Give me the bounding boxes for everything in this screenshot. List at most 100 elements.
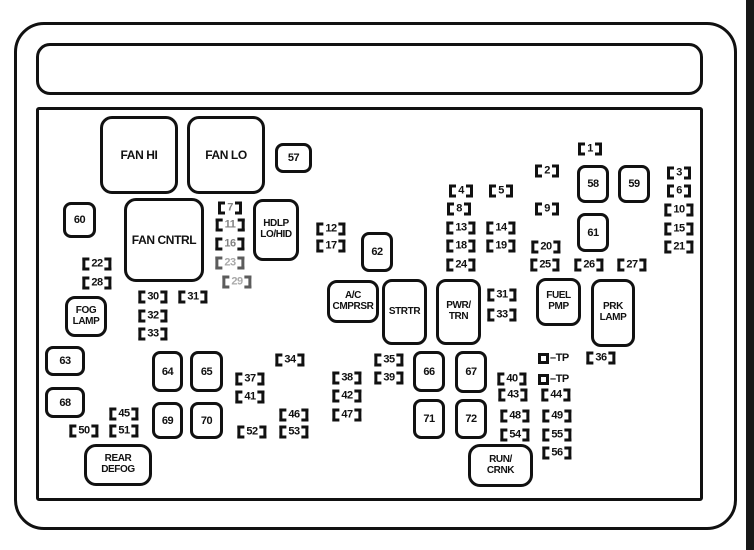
cavity-bracket-left [69, 424, 77, 438]
cavity-bracket-right [464, 202, 471, 216]
cavity-28: 28 [82, 276, 112, 290]
cavity-14: 14 [486, 221, 516, 235]
relay-label: LO/HID [260, 229, 292, 240]
cavity-30: 30 [138, 290, 168, 304]
cavity-number: 38 [341, 371, 353, 384]
relay-pwr-trn: PWR/TRN [436, 279, 481, 345]
fuse-72: 72 [455, 399, 487, 439]
cavity-number: 31 [187, 290, 199, 303]
cavity-number: 37 [244, 372, 256, 385]
cavity-bracket-right [520, 388, 528, 402]
cavity-18: 18 [446, 239, 476, 253]
cavity-34: 34 [275, 353, 305, 367]
fuse-number: 64 [161, 365, 174, 378]
cavity-bracket-left [332, 371, 340, 385]
cavity-8: 8 [447, 202, 471, 216]
fuse-number: 66 [423, 365, 435, 378]
cavity-bracket-right [244, 275, 252, 289]
test-point-label: –TP [550, 373, 569, 385]
cavity-bracket-right [564, 428, 572, 442]
relay-label: PWR/ [446, 300, 471, 312]
fuse-number: 60 [73, 214, 86, 226]
cavity-number: 18 [455, 239, 467, 252]
fuse-number: 61 [587, 226, 599, 239]
cavity-bracket-left [235, 372, 243, 386]
cavity-bracket-right [552, 258, 560, 272]
cavity-number: 1 [587, 142, 593, 155]
fuse-63: 63 [45, 346, 85, 376]
cavity-bracket-right [338, 222, 346, 236]
cavity-21: 21 [664, 240, 694, 254]
relay-label: FOG [75, 304, 97, 316]
fuse-number: 67 [465, 366, 477, 378]
cavity-number: 30 [147, 290, 159, 303]
cavity-45: 45 [109, 407, 139, 421]
cavity-number: 43 [507, 388, 519, 401]
cavity-31: 31 [178, 290, 208, 304]
cavity-bracket-left [498, 388, 506, 402]
cavity-number: 3 [676, 166, 682, 179]
cavity-bracket-right [552, 202, 559, 216]
cavity-bracket-right [301, 408, 309, 422]
cavity-bracket-right [160, 309, 168, 323]
cavity-number: 33 [496, 308, 508, 321]
cavity-33: 33 [138, 327, 168, 341]
fuse-block-outline [14, 22, 737, 530]
cavity-10: 10 [664, 203, 694, 217]
cavity-number: 46 [288, 408, 300, 421]
cavity-bracket-left [279, 425, 287, 439]
cavity-number: 22 [91, 257, 103, 270]
cavity-bracket-left [586, 351, 594, 365]
cavity-bracket-right [519, 372, 527, 386]
cavity-number: 50 [78, 424, 90, 437]
cavity-bracket-right [506, 184, 513, 198]
cavity-number: 2 [544, 164, 550, 177]
cavity-number: 47 [341, 408, 353, 421]
cavity-35: 35 [374, 353, 404, 367]
cavity-bracket-right [160, 290, 168, 304]
cavity-29: 29 [222, 275, 252, 289]
cavity-bracket-left [215, 256, 223, 270]
cavity-bracket-right [354, 389, 362, 403]
fuse-71: 71 [413, 399, 445, 439]
cavity-bracket-left [237, 425, 245, 439]
cavity-bracket-left [109, 407, 117, 421]
cavity-number: 56 [551, 446, 563, 459]
fuse-block-main-panel [36, 107, 703, 501]
relay-label: STRTR [388, 305, 421, 317]
cavity-bracket-left [541, 388, 549, 402]
relay-run-crnk: RUN/CRNK [468, 444, 533, 487]
cavity-number: 51 [118, 424, 130, 437]
cavity-bracket-left [487, 308, 495, 322]
cavity-bracket-left [535, 202, 542, 216]
cavity-bracket-right [684, 184, 691, 198]
cavity-3: 3 [667, 166, 691, 180]
cavity-bracket-left [374, 371, 382, 385]
cavity-bracket-right [686, 222, 694, 236]
cavity-bracket-left [486, 221, 494, 235]
cavity-number: 48 [509, 409, 521, 422]
cavity-bracket-left [446, 221, 454, 235]
cavity-number: 29 [231, 275, 243, 288]
relay-label: DEFOG [101, 464, 135, 475]
cavity-number: 13 [455, 221, 467, 234]
relay-label: TRN [448, 311, 469, 322]
relay-fan-lo: FAN LO [187, 116, 265, 194]
fuse-67: 67 [455, 351, 487, 393]
cavity-53: 53 [279, 425, 309, 439]
cavity-bracket-right [468, 239, 476, 253]
relay-label: A/C [344, 289, 362, 301]
cavity-bracket-left [542, 409, 550, 423]
cavity-bracket-left [500, 428, 508, 442]
cavity-31b: 31 [487, 288, 517, 302]
cavity-bracket-left [222, 275, 230, 289]
scan-edge-bar [746, 0, 754, 550]
relay-label: LAMP [72, 315, 100, 327]
cavity-bracket-right [509, 308, 517, 322]
cavity-bracket-right [104, 276, 112, 290]
cavity-27: 27 [617, 258, 647, 272]
cavity-bracket-left [449, 184, 456, 198]
relay-fan-cntrl: FAN CNTRL [124, 198, 204, 282]
